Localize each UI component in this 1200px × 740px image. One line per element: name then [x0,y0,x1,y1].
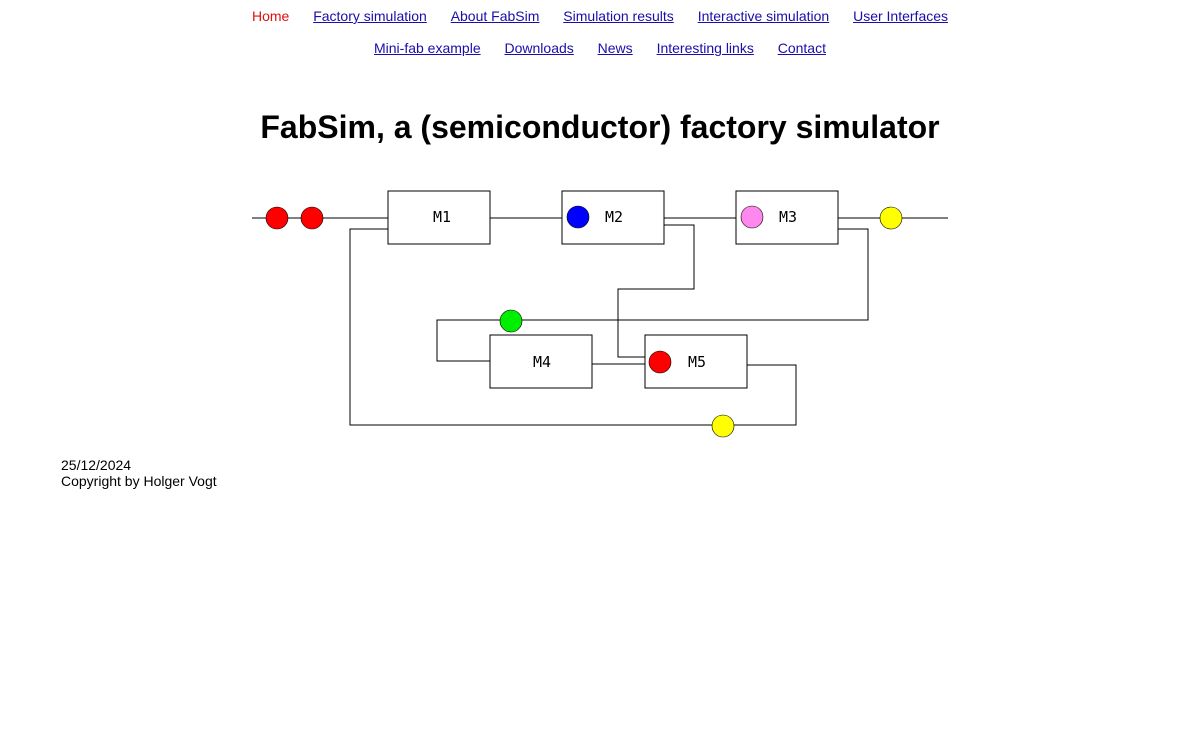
machine-m3-label: M3 [779,208,797,226]
nav-link-contact[interactable]: Contact [777,40,826,56]
nav-link-about-fabsim[interactable]: About FabSim [450,8,540,24]
machine-m2-label: M2 [605,208,623,226]
flow-line-m2-m5 [617,224,695,358]
machine-m1-label: M1 [433,208,451,226]
lot-blue-at-m2 [566,205,590,229]
lot-red-queue-1 [265,206,289,230]
lot-red-at-m5 [648,350,672,374]
nav-link-mini-fab-example[interactable]: Mini-fab example [374,40,481,56]
nav-link-home[interactable]: Home [251,8,290,24]
lot-yellow-output [879,206,903,230]
machine-m1-box [387,190,491,245]
main-nav-row-2: Mini-fab example Downloads News Interest… [0,40,1200,56]
lot-red-queue-2 [300,206,324,230]
lot-green-loop [499,309,523,333]
lot-yellow-return [711,414,735,438]
nav-link-interactive-simulation[interactable]: Interactive simulation [697,8,830,24]
machines: M1 M2 M3 M4 M5 [387,190,839,389]
page-footer: 25/12/2024 Copyright by Holger Vogt [61,457,217,489]
machine-m4-box [489,334,593,389]
nav-link-factory-simulation[interactable]: Factory simulation [313,8,427,24]
flow-line-m3-m4 [436,228,869,362]
footer-copyright: Copyright by Holger Vogt [61,473,217,489]
page-title: FabSim, a (semiconductor) factory simula… [260,109,940,145]
flow-line-m5-m1 [349,228,797,426]
flow-lines [252,217,948,426]
nav-link-simulation-results[interactable]: Simulation results [563,8,674,24]
footer-date: 25/12/2024 [61,457,132,473]
factory-flow-diagram: M1 M2 M3 M4 M5 [252,190,948,438]
machine-m4-label: M4 [533,353,551,371]
nav-link-downloads[interactable]: Downloads [504,40,574,56]
nav-link-interesting-links[interactable]: Interesting links [656,40,754,56]
nav-link-news[interactable]: News [597,40,633,56]
machine-m5-label: M5 [688,353,706,371]
lot-pink-at-m3 [740,205,764,229]
nav-link-user-interfaces[interactable]: User Interfaces [853,8,949,24]
main-nav-row-1: Home Factory simulation About FabSim Sim… [0,8,1200,24]
lots [265,205,903,438]
